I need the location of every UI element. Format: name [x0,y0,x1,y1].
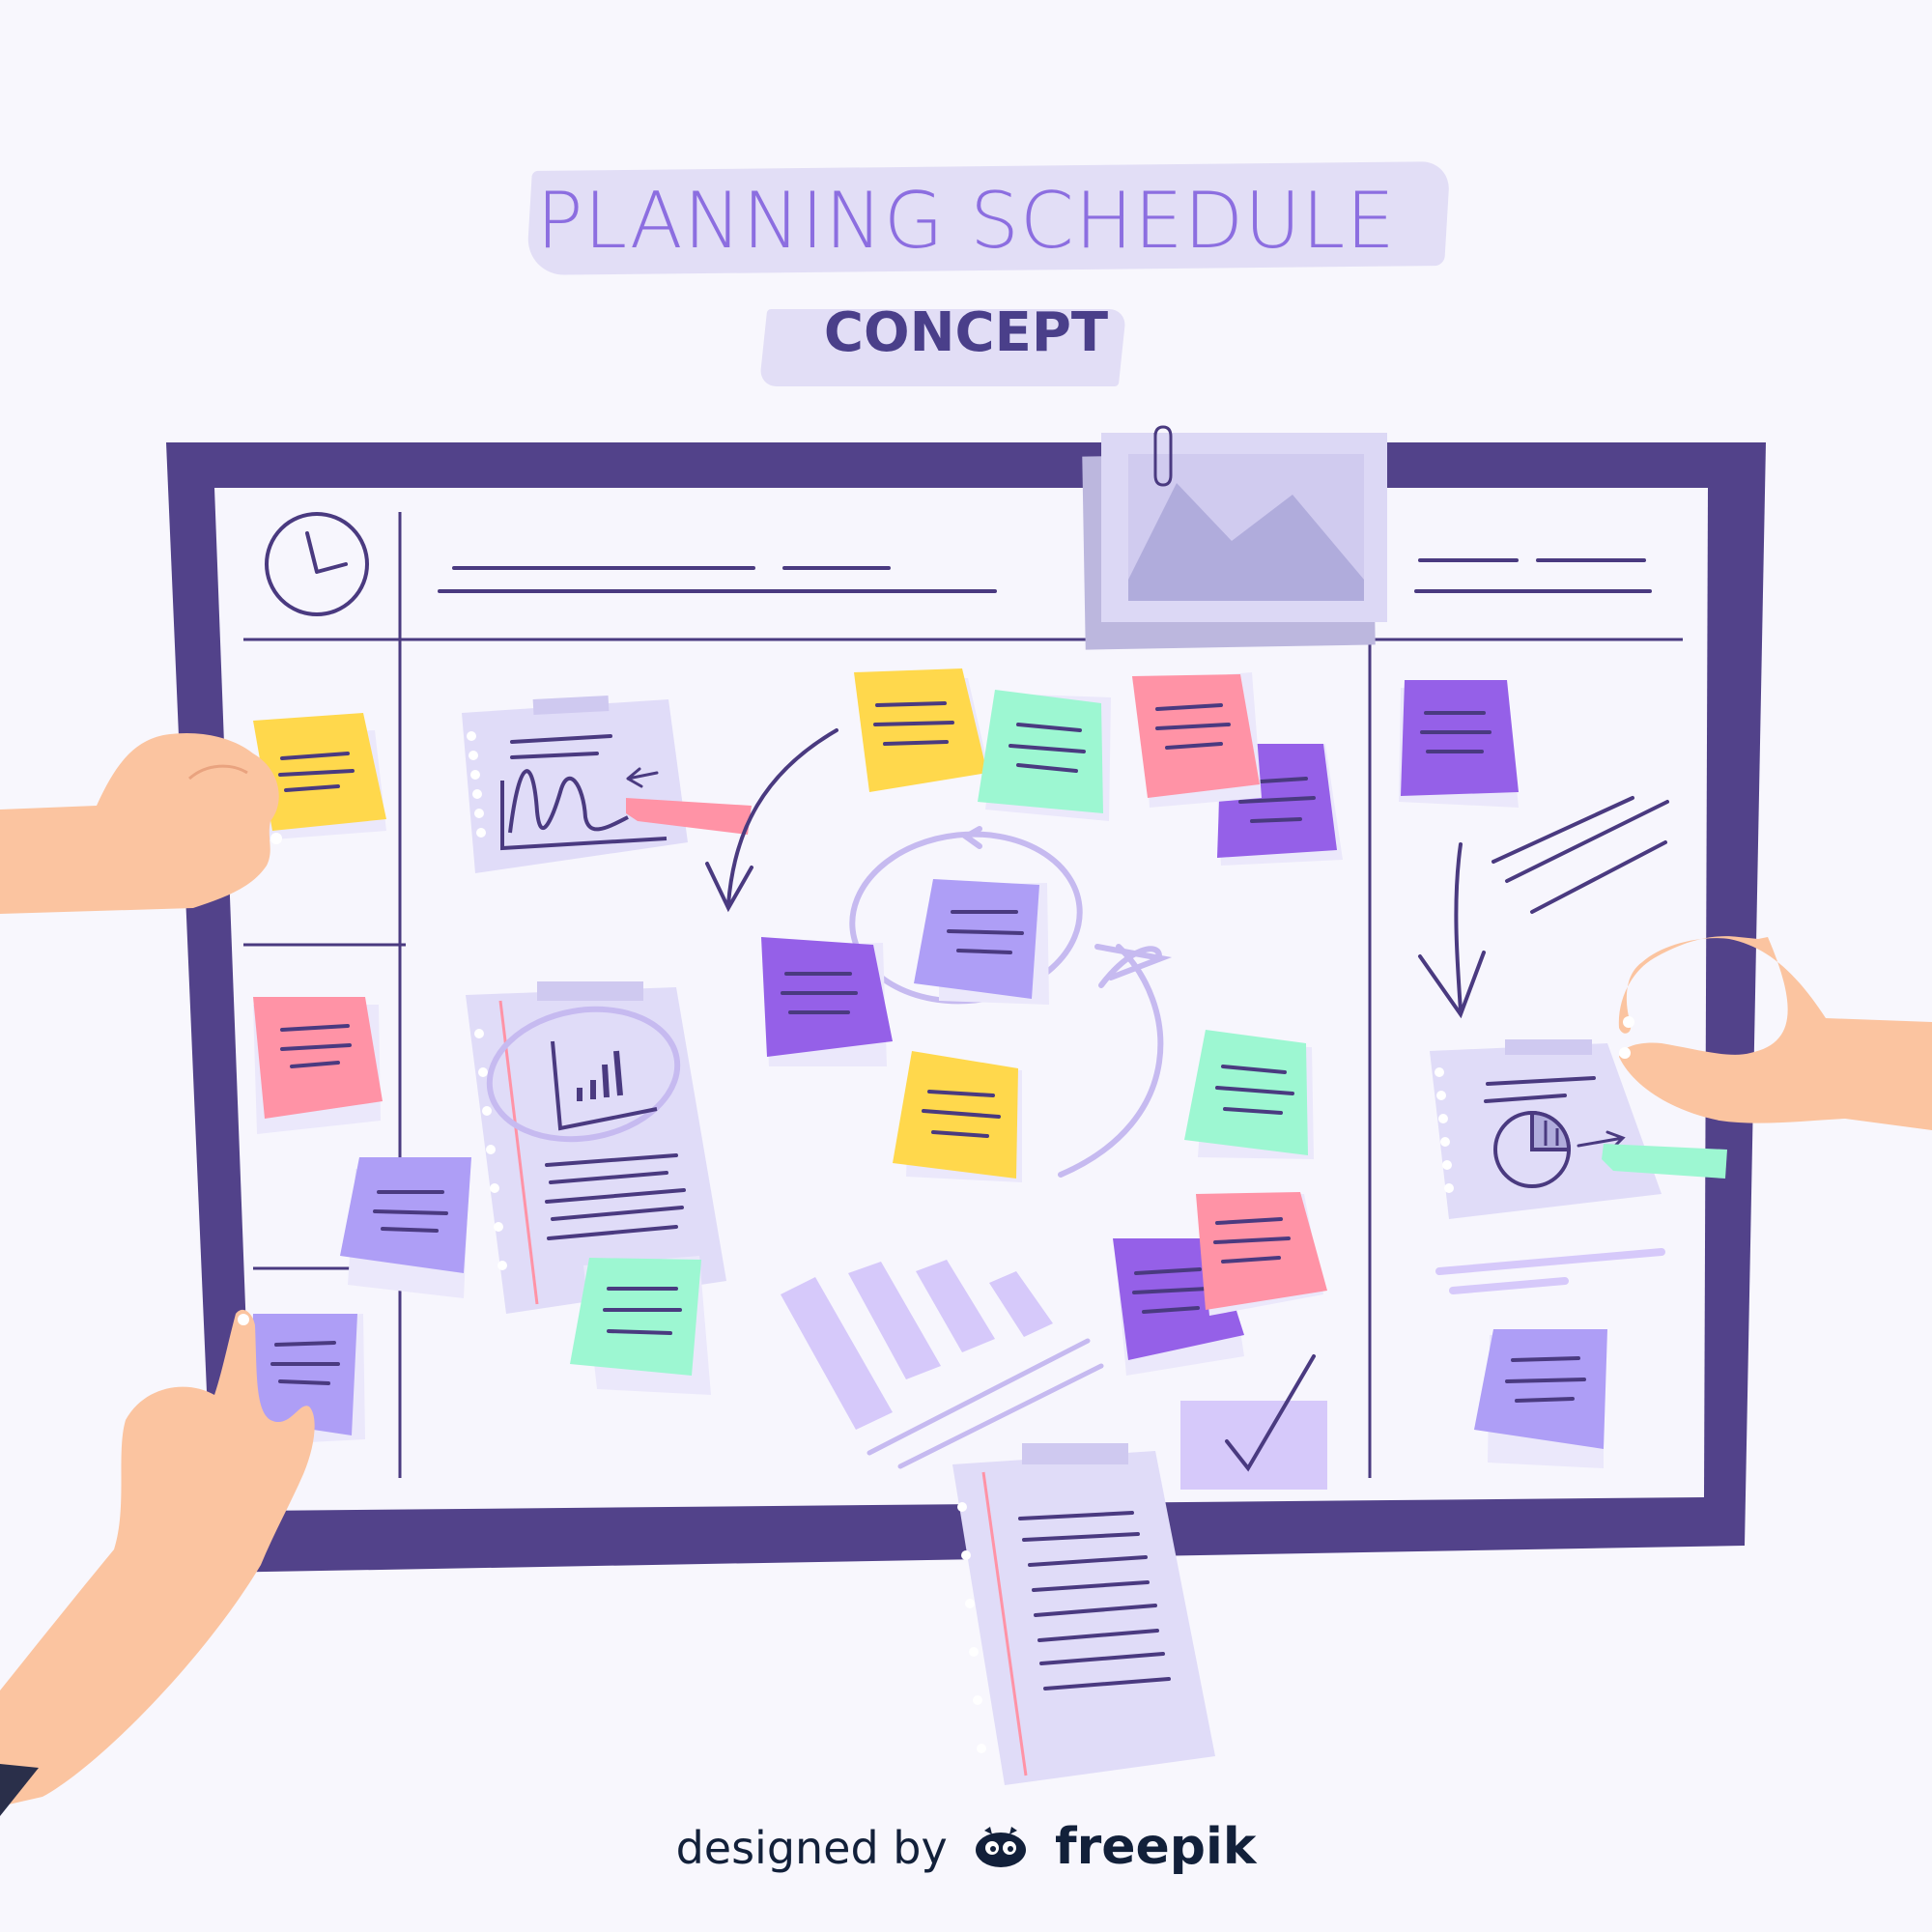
sticky-note [978,690,1111,821]
pie-chart-icon [1493,1110,1572,1188]
clock-icon [265,512,369,616]
sticky-note [1196,1192,1327,1316]
page-title: PLANNING SCHEDULE [536,176,1396,266]
sticky-note [854,668,989,792]
credit-brand[interactable]: freepik [1054,1818,1257,1876]
left-lower-hand [0,1309,315,1816]
note-page-text [952,1443,1215,1785]
sticky-note [893,1051,1022,1182]
sticky-note [570,1256,711,1395]
sticky-note [253,997,383,1134]
credit-line: designed by freepik [0,1818,1932,1882]
sticky-note [761,937,893,1066]
image-placeholder-icon [1082,433,1387,650]
sticky-note [1474,1329,1607,1468]
bar-chart-icon [551,1040,658,1131]
marker-pen [1602,1144,1727,1179]
checkmark-icon [1180,1354,1327,1490]
left-upper-hand [0,732,282,914]
credit-prefix: designed by [675,1822,948,1874]
sticky-note [340,1157,471,1298]
note-page-pie-chart [1430,1039,1662,1219]
decorative-stripes [781,1260,1104,1469]
sticky-note [914,879,1049,1005]
paperclip-icon [1153,425,1173,487]
scribble-lines [1418,796,1669,1019]
marker-pen [626,798,752,835]
sticky-note [1399,680,1519,808]
note-page-line-chart [462,695,688,873]
sticky-note [253,713,386,840]
page-subtitle: CONCEPT [823,301,1109,364]
sticky-note [1132,672,1262,808]
freepik-logo-icon [971,1825,1031,1882]
title-area: PLANNING SCHEDULE CONCEPT [0,0,1932,406]
flow-arrows [705,728,1173,1178]
note-page-bar-chart [466,981,726,1314]
sticky-note [249,1314,365,1445]
right-hand [1618,936,1932,1130]
scribble-lines [1435,1248,1665,1294]
sticky-note [1184,1030,1314,1159]
